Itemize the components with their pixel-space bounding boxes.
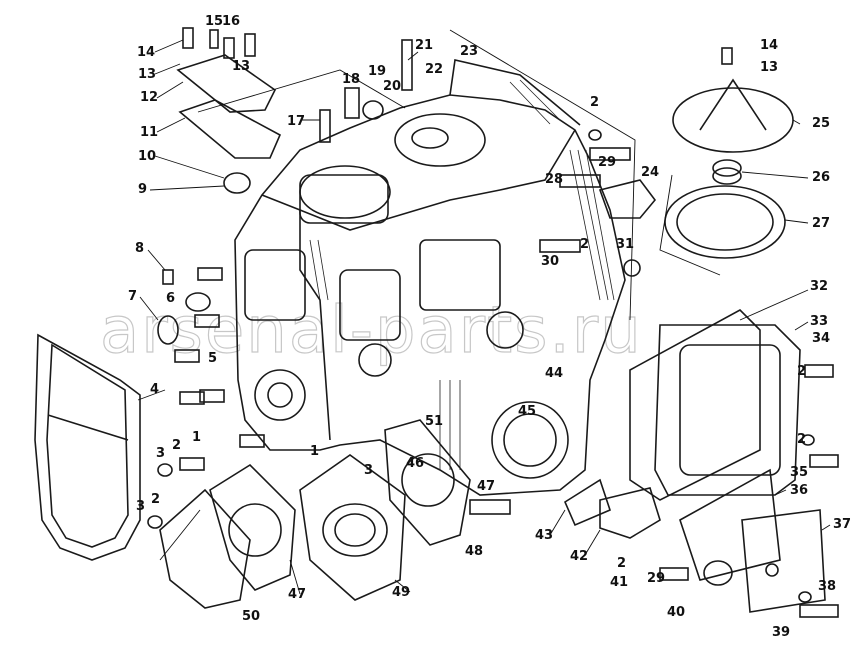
callout-13: 13 — [138, 67, 156, 82]
gasket-square — [209, 463, 296, 591]
callout-7: 7 — [128, 289, 137, 304]
callout-19: 19 — [368, 64, 386, 79]
callout-50: 50 — [242, 609, 260, 624]
callout-33: 33 — [810, 314, 828, 329]
callout-2c: 2 — [617, 556, 626, 571]
callout-34: 34 — [812, 331, 830, 346]
callout-4: 4 — [150, 382, 159, 397]
callout-2f: 2 — [797, 364, 806, 379]
side-cover — [654, 324, 801, 496]
callout-6: 6 — [166, 291, 175, 306]
callout-1: 1 — [192, 430, 201, 445]
callout-8: 8 — [135, 241, 144, 256]
callout-44: 44 — [545, 366, 563, 381]
callout-35: 35 — [790, 465, 808, 480]
callout-13b: 13 — [232, 59, 250, 74]
callout-45: 45 — [518, 404, 536, 419]
callout-37: 37 — [833, 517, 851, 532]
callout-27: 27 — [812, 216, 830, 231]
callout-12: 12 — [140, 90, 158, 105]
callout-15: 15 — [205, 14, 223, 29]
callout-18: 18 — [342, 72, 360, 87]
callout-20: 20 — [383, 79, 401, 94]
callout-30: 30 — [541, 254, 559, 269]
callout-10: 10 — [138, 149, 156, 164]
callout-9: 9 — [138, 182, 147, 197]
callout-labels: 14 15 16 13 13 12 11 10 9 8 7 6 5 4 3 2 … — [128, 14, 851, 640]
callout-39: 39 — [772, 625, 790, 640]
gasket-round — [384, 419, 471, 546]
callout-17: 17 — [287, 114, 305, 129]
callout-13c: 13 — [760, 60, 778, 75]
grouping-lines — [159, 29, 721, 561]
plate-11 — [178, 99, 282, 159]
callout-11: 11 — [140, 125, 158, 140]
callout-42: 42 — [570, 549, 588, 564]
cone-gasket — [664, 185, 786, 259]
side-gasket — [629, 309, 761, 501]
callout-48: 48 — [465, 544, 483, 559]
gasket-left — [34, 333, 141, 561]
callout-29b: 29 — [598, 155, 616, 170]
callout-24: 24 — [641, 165, 659, 180]
callout-22: 22 — [425, 62, 443, 77]
callout-31: 31 — [616, 237, 634, 252]
callout-2g: 2 — [797, 432, 806, 447]
inspection-gasket — [679, 468, 781, 581]
callout-3: 3 — [156, 446, 165, 461]
flange-housing — [299, 454, 406, 601]
callout-40: 40 — [667, 605, 685, 620]
callout-41: 41 — [610, 575, 628, 590]
callout-1b: 1 — [310, 444, 319, 459]
crankcase-housing — [234, 59, 626, 496]
callout-21: 21 — [415, 38, 433, 53]
callout-2d: 2 — [590, 95, 599, 110]
callout-43: 43 — [535, 528, 553, 543]
callout-46: 46 — [406, 456, 424, 471]
callout-38: 38 — [818, 579, 836, 594]
callout-32: 32 — [810, 279, 828, 294]
callout-51: 51 — [425, 414, 443, 429]
callout-3b: 3 — [136, 499, 145, 514]
callout-2b: 2 — [151, 492, 160, 507]
callout-14b: 14 — [760, 38, 778, 53]
callout-29: 29 — [647, 571, 665, 586]
cone-cover — [672, 78, 794, 153]
callout-25: 25 — [812, 116, 830, 131]
callout-2: 2 — [172, 438, 181, 453]
callout-5: 5 — [208, 351, 217, 366]
bushing — [712, 159, 742, 185]
callout-16: 16 — [222, 14, 240, 29]
watermark: arsenal-parts.ru — [100, 294, 643, 368]
callout-23: 23 — [460, 44, 478, 59]
callout-26: 26 — [812, 170, 830, 185]
cover-plate — [159, 488, 251, 609]
callout-47: 47 — [288, 587, 306, 602]
leader-lines — [137, 39, 831, 595]
bolts-and-studs — [147, 27, 839, 618]
inspection-cover — [741, 509, 826, 613]
callout-2e: 2 — [580, 237, 589, 252]
callout-3c: 3 — [364, 463, 373, 478]
callout-28: 28 — [545, 172, 563, 187]
callout-14: 14 — [137, 45, 155, 60]
callout-49: 49 — [392, 585, 410, 600]
callout-47b: 47 — [477, 479, 495, 494]
callout-36: 36 — [790, 483, 808, 498]
